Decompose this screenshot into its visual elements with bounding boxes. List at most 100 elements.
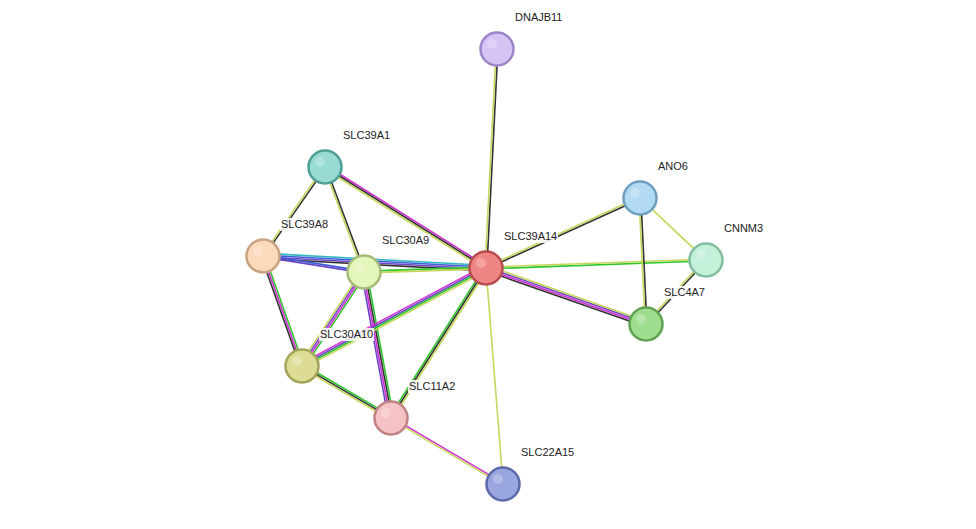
evidence-strand — [317, 278, 473, 361]
evidence-strand — [500, 204, 625, 261]
evidence-strand — [400, 282, 478, 405]
node-highlight — [354, 262, 364, 272]
node-circle — [470, 252, 503, 285]
node-highlight — [636, 314, 646, 324]
interaction-edge — [380, 268, 470, 273]
evidence-strand — [488, 65, 497, 252]
node-circle — [487, 468, 520, 501]
evidence-strand — [331, 182, 359, 257]
evidence-strand — [315, 376, 376, 412]
evidence-strand — [487, 284, 501, 468]
protein-label: SLC39A1 — [342, 129, 391, 142]
node-highlight — [696, 250, 706, 260]
protein-label: SLC39A8 — [280, 218, 329, 231]
interaction-edge — [404, 425, 489, 476]
protein-label: DNAJB11 — [514, 11, 563, 24]
node-circle — [630, 308, 663, 341]
node-circle — [286, 350, 319, 383]
protein-label: SLC22A15 — [520, 446, 575, 459]
interaction-edge — [271, 180, 316, 244]
evidence-strand — [313, 287, 357, 354]
evidence-strand — [279, 259, 348, 270]
node-circle — [624, 182, 657, 215]
protein-node: SLC39A14 — [468, 250, 504, 286]
evidence-strand — [501, 272, 631, 317]
interaction-edge — [315, 373, 378, 412]
evidence-strand — [652, 209, 695, 249]
evidence-strand — [364, 288, 385, 403]
evidence-strand — [339, 176, 473, 260]
node-circle — [346, 254, 382, 290]
node-circle — [309, 151, 342, 184]
evidence-strand — [401, 282, 479, 405]
protein-label: CNNM3 — [723, 222, 764, 235]
evidence-strand — [340, 174, 474, 258]
node-circle — [622, 180, 658, 216]
protein-label: SLC11A2 — [408, 380, 456, 393]
evidence-strand — [502, 271, 632, 316]
protein-node: CNNM3 — [688, 242, 724, 278]
node-circle — [247, 240, 280, 273]
evidence-strand — [316, 374, 377, 410]
protein-node: SLC39A1 — [307, 149, 343, 185]
evidence-strand — [640, 214, 644, 308]
protein-node: SLC22A15 — [485, 466, 521, 502]
evidence-strand — [315, 273, 471, 356]
protein-node: SLC4A7 — [628, 306, 664, 342]
interaction-edge — [338, 174, 474, 261]
evidence-strand — [368, 288, 389, 403]
node-highlight — [493, 474, 503, 484]
interaction-edge — [315, 273, 473, 361]
protein-node: SLC30A10 — [284, 348, 320, 384]
node-circle — [481, 33, 514, 66]
evidence-strand — [398, 281, 476, 404]
node-circle — [373, 400, 409, 436]
evidence-strand — [317, 276, 473, 359]
interaction-edge — [487, 284, 501, 468]
interaction-edge — [500, 271, 632, 322]
interaction-edge — [640, 214, 646, 308]
interaction-edge — [279, 258, 349, 271]
node-highlight — [315, 157, 325, 167]
interaction-edge — [502, 260, 690, 269]
evidence-strand — [366, 288, 387, 403]
evidence-strand — [502, 260, 690, 267]
interaction-edge — [330, 182, 360, 258]
node-highlight — [292, 356, 302, 366]
evidence-strand — [268, 271, 296, 351]
node-highlight — [253, 246, 263, 256]
node-circle — [348, 256, 381, 289]
node-circle — [284, 348, 320, 384]
node-highlight — [381, 408, 391, 418]
evidence-strand — [279, 258, 348, 269]
protein-node: SLC30A9 — [346, 254, 382, 290]
interaction-edge — [364, 287, 390, 403]
evidence-strand — [270, 270, 298, 350]
interaction-edge — [267, 270, 299, 351]
node-highlight — [630, 188, 640, 198]
evidence-strand — [316, 275, 472, 358]
protein-label: SLC4A7 — [663, 286, 706, 299]
interaction-edge — [652, 209, 695, 249]
evidence-strand — [338, 177, 472, 261]
node-circle — [628, 306, 664, 342]
evidence-strand — [500, 276, 630, 321]
node-highlight — [487, 39, 497, 49]
interaction-edge — [500, 204, 626, 262]
evidence-strand — [273, 181, 317, 244]
evidence-strand — [501, 274, 631, 319]
protein-node: DNAJB11 — [479, 31, 515, 67]
protein-node: ANO6 — [622, 180, 658, 216]
evidence-strand — [370, 287, 391, 402]
node-circle — [468, 250, 504, 286]
evidence-strand — [486, 65, 495, 252]
node-circle — [375, 402, 408, 435]
node-circle — [688, 242, 724, 278]
evidence-strand — [271, 180, 315, 243]
evidence-strand — [380, 269, 470, 272]
node-circle — [479, 31, 515, 67]
interaction-edge — [398, 281, 479, 406]
node-circle — [690, 244, 723, 277]
protein-label: SLC30A9 — [381, 234, 430, 247]
